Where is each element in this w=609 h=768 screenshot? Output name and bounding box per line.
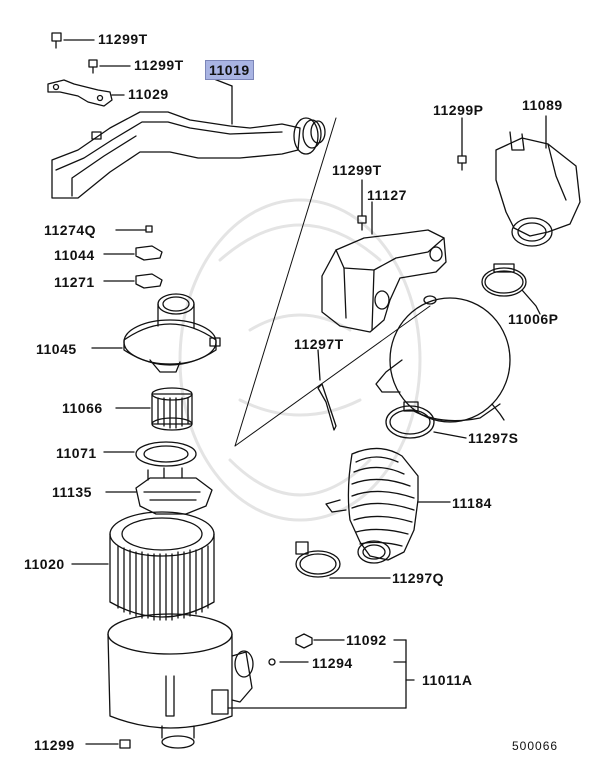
intake-hose-11184 [325,447,451,564]
air-cleaner-bell [375,295,511,423]
label-11092: 11092 [346,632,387,648]
filter-11020 [71,511,215,621]
bolt-11299P [457,117,467,171]
label-11297S: 11297S [468,430,519,446]
bracket-11029 [47,79,125,107]
washer-11294 [268,658,309,666]
bolt-11299T-c [357,179,367,231]
air-duct-11019 [51,78,326,199]
strap-11297T [317,349,337,431]
lower-case-11011A [107,613,254,749]
clamp-11297Q [295,541,391,579]
label-11299T-b: 11299T [134,57,184,73]
bolt-11299T-b [88,59,131,74]
gasket-11071 [103,441,197,467]
grommet-11044 [103,245,163,261]
resonator-11089 [495,115,581,247]
label-11045: 11045 [36,341,77,357]
label-11135: 11135 [52,484,92,500]
label-11299-bottom: 11299 [34,737,75,753]
label-11089: 11089 [522,97,563,113]
clamp-11297S [385,401,467,439]
label-11297Q: 11297Q [392,570,445,586]
watermark-emblem [178,198,422,522]
label-11274Q: 11274Q [44,222,97,238]
bolt-11299T-a [51,32,95,49]
plate-11135 [105,467,213,515]
bracket-11011A-group [227,639,415,709]
label-11006P: 11006P [508,311,559,327]
filter-element-11066 [115,387,193,431]
label-11071: 11071 [56,445,97,461]
label-11011A: 11011A [422,672,473,688]
label-11271: 11271 [54,274,95,290]
label-11020: 11020 [24,556,65,572]
clamp-11006P [481,263,541,315]
label-11294: 11294 [312,655,353,671]
label-11019-highlighted[interactable]: 11019 [205,60,254,80]
bolt-11299-bottom [85,739,131,749]
label-11184: 11184 [452,495,492,511]
label-11297T: 11297T [294,336,344,352]
bolt-11274Q [115,225,153,233]
washer-11271 [103,273,163,289]
label-11127: 11127 [367,187,407,203]
cleaner-cover-11045 [91,293,221,373]
diagram-code: 500066 [512,739,559,753]
label-11299T-c: 11299T [332,162,382,178]
label-11299P: 11299P [433,102,484,118]
label-11066: 11066 [62,400,103,416]
label-11044: 11044 [54,247,95,263]
nut-11092 [295,633,345,649]
label-11299T-a: 11299T [98,31,148,47]
label-11029: 11029 [128,86,169,102]
intake-housing-11127 [321,201,447,333]
